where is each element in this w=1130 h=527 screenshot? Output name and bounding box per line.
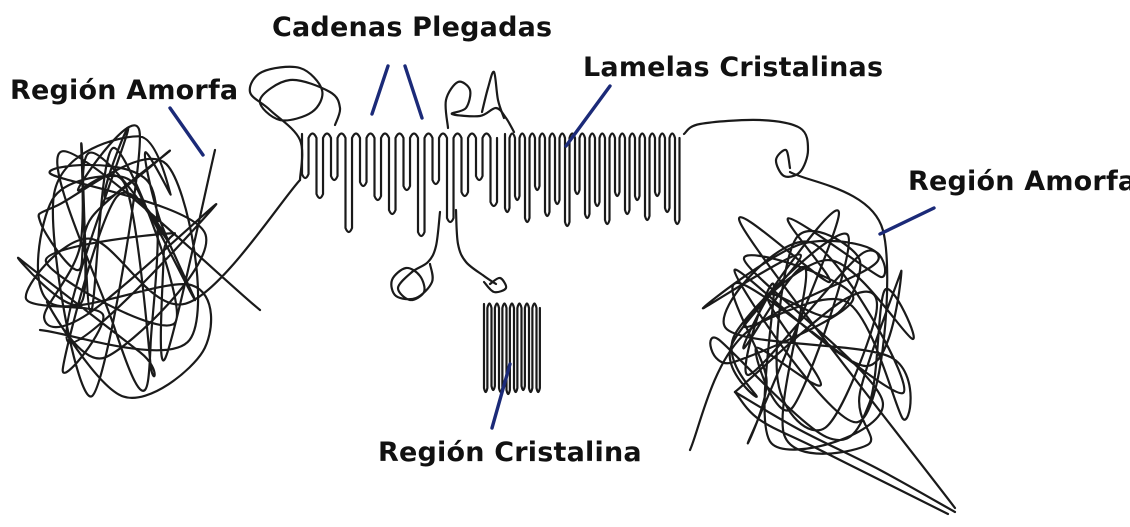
amorphous-tangle-right (710, 172, 955, 508)
pointer-folded-chains-b (405, 66, 422, 118)
label-amorphous-region-left: Región Amorfa (10, 75, 238, 106)
pointer-amorphous-left (170, 108, 203, 155)
pointer-lamellae (566, 86, 610, 146)
label-crystalline-lamellae: Lamelas Cristalinas (583, 52, 883, 83)
pointer-amorphous-right (880, 208, 934, 234)
folded-lamella-right (505, 134, 680, 227)
folded-lamella-left (302, 134, 497, 237)
amorphous-tangle-left (18, 125, 300, 398)
top-middle-loop (446, 82, 514, 132)
hanging-flower-cluster (391, 212, 440, 300)
pointer-folded-chains-a (372, 66, 388, 114)
lower-crystalline-lamella (484, 304, 540, 395)
hanging-chain (456, 210, 496, 284)
small-ring (484, 278, 506, 292)
top-middle-hook (482, 72, 504, 118)
bridge-to-right (684, 120, 808, 177)
label-folded-chains: Cadenas Plegadas (272, 12, 552, 43)
label-amorphous-region-right: Región Amorfa (908, 166, 1130, 197)
label-crystalline-region: Región Cristalina (378, 437, 642, 468)
right-tail (735, 392, 955, 512)
top-loop-chain (250, 67, 340, 180)
